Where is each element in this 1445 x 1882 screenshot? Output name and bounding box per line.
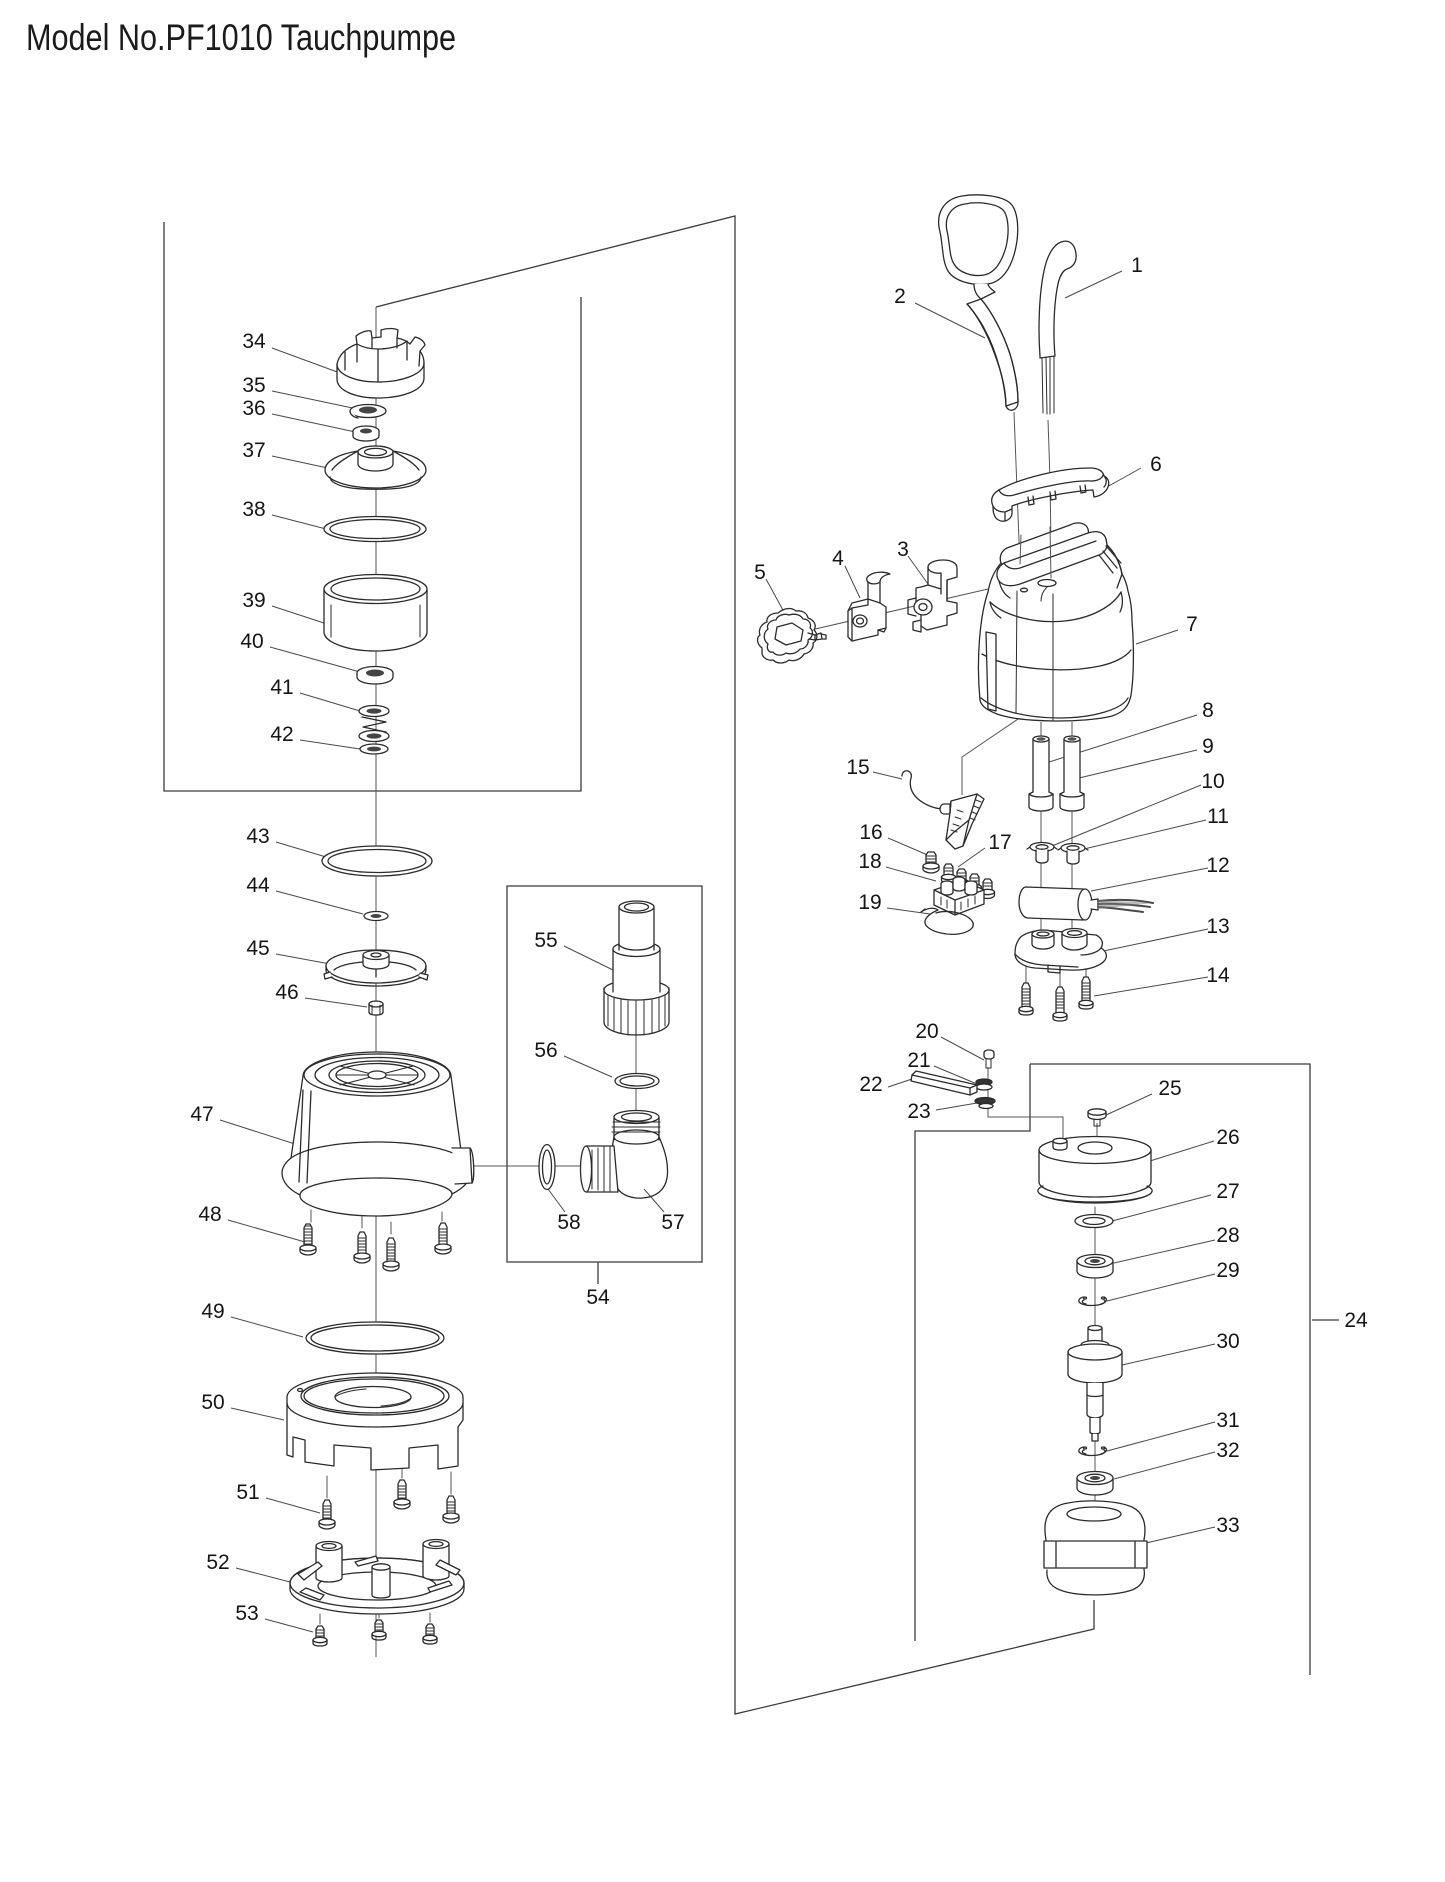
svg-text:37: 37 xyxy=(242,439,265,462)
svg-text:51: 51 xyxy=(236,1481,259,1504)
svg-text:5: 5 xyxy=(754,561,766,584)
svg-text:7: 7 xyxy=(1186,613,1198,636)
svg-text:18: 18 xyxy=(858,850,881,873)
svg-text:29: 29 xyxy=(1216,1259,1239,1282)
svg-text:9: 9 xyxy=(1202,735,1214,758)
svg-text:8: 8 xyxy=(1202,699,1214,722)
svg-text:45: 45 xyxy=(246,937,269,960)
svg-text:39: 39 xyxy=(242,589,265,612)
svg-text:20: 20 xyxy=(915,1020,938,1043)
svg-text:28: 28 xyxy=(1216,1224,1239,1247)
svg-text:38: 38 xyxy=(242,498,265,521)
svg-text:57: 57 xyxy=(661,1211,684,1234)
svg-text:43: 43 xyxy=(246,825,269,848)
svg-text:30: 30 xyxy=(1216,1330,1239,1353)
svg-text:6: 6 xyxy=(1150,453,1162,476)
svg-text:42: 42 xyxy=(270,723,293,746)
svg-text:14: 14 xyxy=(1206,964,1230,987)
svg-text:15: 15 xyxy=(846,756,869,779)
svg-text:2: 2 xyxy=(894,285,906,308)
svg-text:49: 49 xyxy=(201,1300,224,1323)
svg-text:21: 21 xyxy=(907,1049,930,1072)
svg-text:12: 12 xyxy=(1206,854,1229,877)
svg-text:36: 36 xyxy=(242,397,265,420)
svg-text:56: 56 xyxy=(534,1039,557,1062)
svg-text:58: 58 xyxy=(557,1211,580,1234)
svg-text:53: 53 xyxy=(235,1602,258,1625)
svg-text:25: 25 xyxy=(1158,1077,1181,1100)
svg-text:24: 24 xyxy=(1344,1309,1368,1332)
svg-text:16: 16 xyxy=(859,821,882,844)
svg-text:11: 11 xyxy=(1207,805,1229,828)
svg-text:19: 19 xyxy=(858,891,881,914)
svg-text:54: 54 xyxy=(586,1286,610,1309)
svg-text:35: 35 xyxy=(242,374,265,397)
svg-text:17: 17 xyxy=(988,831,1011,854)
svg-text:55: 55 xyxy=(534,929,557,952)
svg-text:26: 26 xyxy=(1216,1126,1239,1149)
svg-text:1: 1 xyxy=(1131,254,1143,277)
svg-text:Model No.PF1010 Tauchpumpe: Model No.PF1010 Tauchpumpe xyxy=(26,17,456,58)
svg-text:4: 4 xyxy=(832,547,844,570)
svg-text:32: 32 xyxy=(1216,1439,1239,1462)
svg-text:33: 33 xyxy=(1216,1514,1239,1537)
svg-text:40: 40 xyxy=(240,630,263,653)
svg-text:52: 52 xyxy=(206,1551,229,1574)
svg-text:47: 47 xyxy=(190,1103,213,1126)
svg-text:27: 27 xyxy=(1216,1180,1239,1203)
svg-text:13: 13 xyxy=(1206,915,1229,938)
svg-text:48: 48 xyxy=(198,1203,221,1226)
svg-text:50: 50 xyxy=(201,1391,224,1414)
svg-text:46: 46 xyxy=(275,981,298,1004)
svg-text:3: 3 xyxy=(897,538,909,561)
svg-text:10: 10 xyxy=(1201,770,1224,793)
svg-text:44: 44 xyxy=(246,874,270,897)
svg-text:41: 41 xyxy=(270,676,293,699)
svg-text:34: 34 xyxy=(242,330,266,353)
svg-text:22: 22 xyxy=(859,1073,882,1096)
svg-text:23: 23 xyxy=(907,1100,930,1123)
svg-text:31: 31 xyxy=(1216,1409,1239,1432)
